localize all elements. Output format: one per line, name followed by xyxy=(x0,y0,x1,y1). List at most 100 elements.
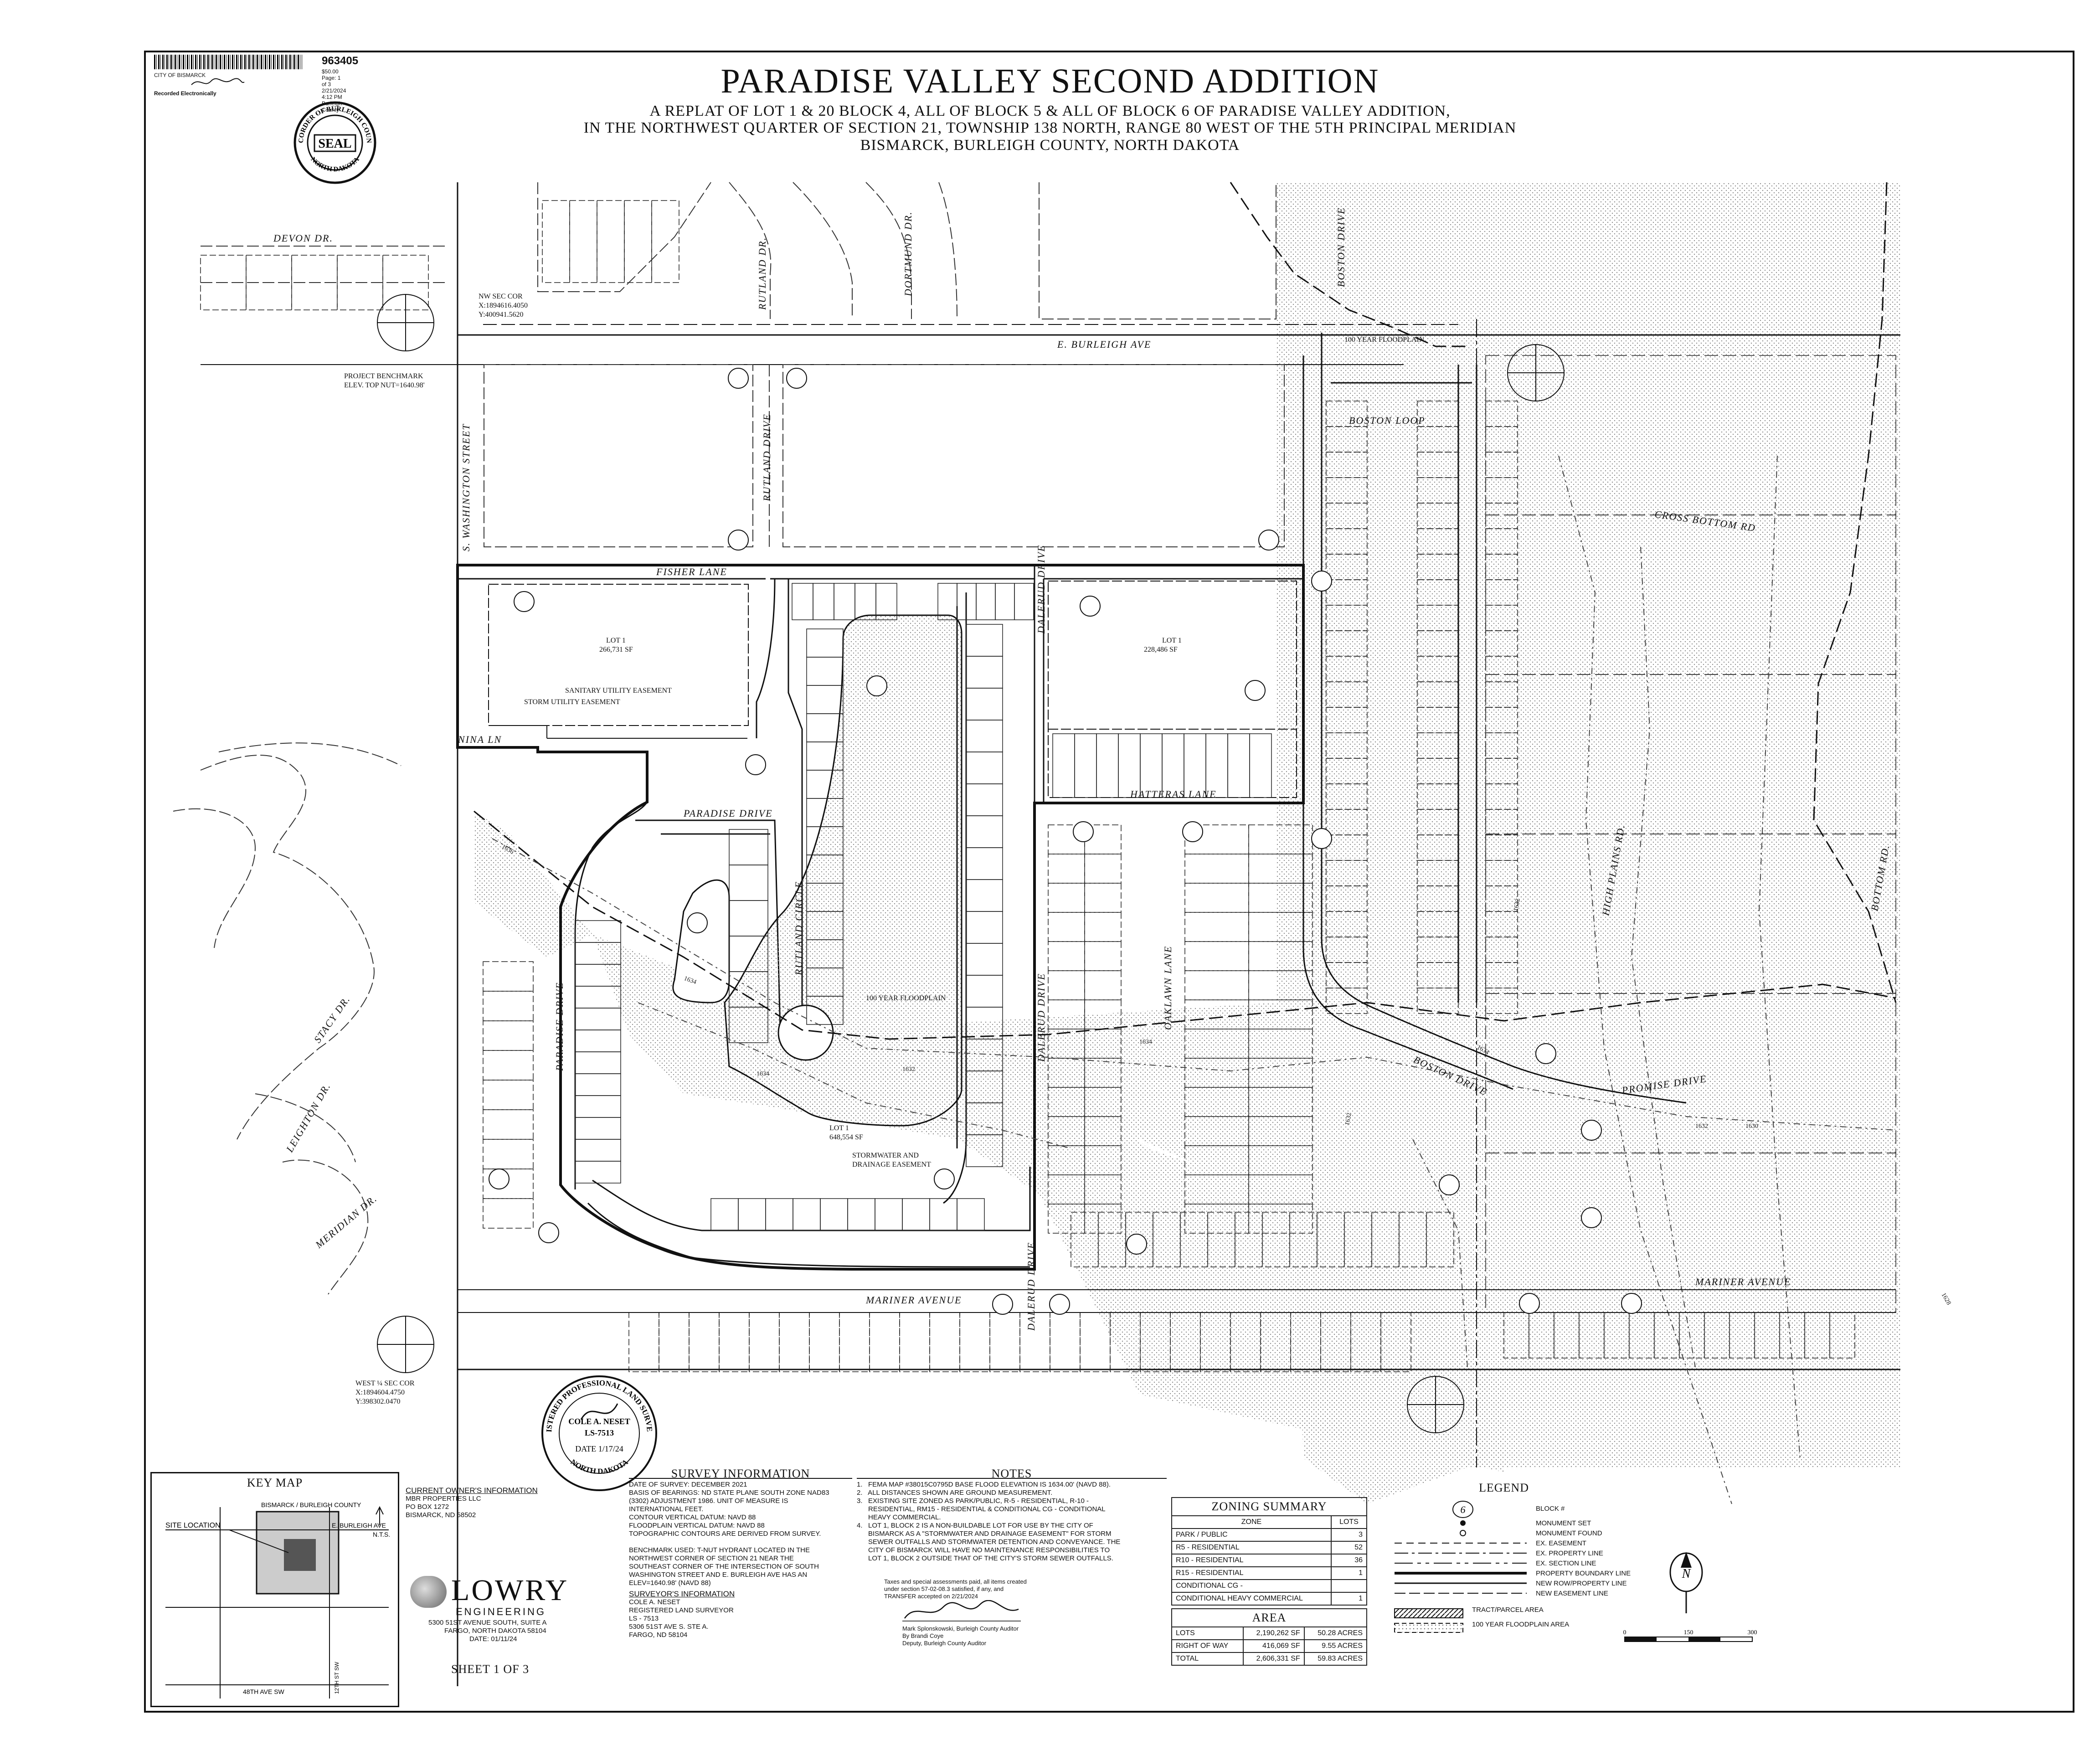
street-paradise-top: PARADISE DRIVE xyxy=(683,808,773,819)
zone-name: CONDITIONAL HEAVY COMMERCIAL xyxy=(1171,1592,1332,1606)
lot-outline xyxy=(1249,733,1272,798)
lot-outline xyxy=(966,847,1003,880)
boston-area xyxy=(1302,333,1687,1104)
street-dalerud-bottom: DALERUD DRIVE xyxy=(1025,1242,1037,1331)
lot-outline xyxy=(966,688,1003,721)
lot-outline xyxy=(806,685,844,714)
contour-label: 1632 xyxy=(1695,1123,1708,1130)
lot-outline xyxy=(1326,988,1368,1014)
lot-outline xyxy=(806,996,844,1025)
lot-outline xyxy=(1184,883,1249,913)
lot-outline xyxy=(575,1051,621,1074)
area-sf: 2,190,262 SF xyxy=(1242,1626,1305,1640)
zone-name: PARK / PUBLIC xyxy=(1171,1528,1332,1542)
barcode xyxy=(154,55,302,69)
lot-outline xyxy=(1084,854,1122,884)
scale-bar: 0 150 300 xyxy=(1623,1629,1757,1642)
street-boston-loop: BOSTON LOOP xyxy=(1349,415,1426,426)
lot-outline xyxy=(875,583,897,620)
text-line: CITY OF BISMARCK WILL HAVE NO MAINTENANC… xyxy=(857,1546,1110,1554)
lot-outline xyxy=(1084,1204,1122,1234)
street-boston-north: BOSTON DRIVE xyxy=(1335,207,1347,287)
street-mariner-e: MARINER AVENUE xyxy=(1695,1276,1791,1287)
section-corner-ne xyxy=(1507,344,1565,401)
lot-outline xyxy=(966,975,1003,1008)
lot-outline xyxy=(809,1312,840,1372)
text-line: (3302) ADJUSTMENT 1986. UNIT OF MEASURE … xyxy=(629,1497,788,1505)
contour-label: 1634 xyxy=(1139,1039,1152,1045)
block-number-circle xyxy=(1439,1174,1460,1195)
lot-outline xyxy=(989,1312,1020,1372)
legend-title: LEGEND xyxy=(1479,1481,1529,1494)
legend-item: EX. PROPERTY LINE xyxy=(1536,1549,1603,1557)
lot-outline xyxy=(575,1073,621,1096)
lot-outline xyxy=(1048,883,1085,913)
nw-sec-cor-y: Y:400941.5620 xyxy=(479,311,524,319)
contour-label: 1628 xyxy=(1940,1292,1952,1307)
stamp-date: DATE 1/17/24 xyxy=(575,1444,623,1453)
lot-outline xyxy=(483,1080,534,1110)
text-line: By Brandi Coye xyxy=(902,1632,944,1639)
street-dalerud-n: DALERUD DRIVE xyxy=(1035,545,1047,634)
surveyor-stamp: REGISTERED PROFESSIONAL LAND SURVEYOR NO… xyxy=(538,1372,657,1491)
lot-outline xyxy=(847,1198,875,1231)
lot-outline xyxy=(749,1312,780,1372)
subtitle-line-1: A REPLAT OF LOT 1 & 20 BLOCK 4, ALL OF B… xyxy=(649,103,1451,119)
sheet-border xyxy=(144,51,2074,1713)
north-label: N xyxy=(1682,1567,1691,1581)
key-city: BISMARCK / BURLEIGH COUNTY xyxy=(261,1501,361,1508)
area-sf: 2,606,331 SF xyxy=(1242,1652,1305,1666)
lot-outline xyxy=(813,583,834,620)
lot-outline xyxy=(542,200,570,283)
text-line: ELEV=1640.98' (NAVD 88) xyxy=(629,1579,711,1587)
page-title: PARADISE VALLEY SECOND ADDITION xyxy=(721,62,1379,100)
lot-outline xyxy=(1184,912,1249,942)
lot-outline xyxy=(738,1198,766,1231)
contour-label: 1630 xyxy=(1745,1123,1758,1130)
north-parcels xyxy=(484,364,1285,547)
lot-outline xyxy=(869,1312,900,1372)
lot-outline xyxy=(1485,426,1518,453)
contour-label: 1632 xyxy=(902,1066,915,1073)
company-logo-icon xyxy=(410,1576,447,1608)
lot-outline xyxy=(1118,733,1141,798)
owner-heading: CURRENT OWNER'S INFORMATION xyxy=(406,1486,538,1495)
lot-outline xyxy=(1140,733,1163,798)
block-number-circle xyxy=(1311,828,1332,849)
lot-outline xyxy=(966,720,1003,752)
svg-text:6: 6 xyxy=(1461,1504,1466,1515)
rutland-cul-de-sac xyxy=(777,1004,834,1061)
scale-150: 150 xyxy=(1684,1629,1693,1636)
lot-outline xyxy=(779,1312,810,1372)
lot-outline xyxy=(575,1161,621,1184)
lot-outline xyxy=(875,1198,903,1231)
lot1-b2-area: 648,554 SF xyxy=(829,1133,863,1141)
lot-outline xyxy=(929,1198,957,1231)
area-acres: 9.55 ACRES xyxy=(1303,1639,1368,1653)
zone-name: R15 - RESIDENTIAL xyxy=(1171,1566,1332,1580)
lot-outline xyxy=(569,200,597,283)
recording-info: $50.00 Page: 1 of 3 2/21/2024 4:12 PM Bu… xyxy=(322,68,346,113)
lot-outline xyxy=(966,624,1003,657)
lot1-b1-area: 266,731 SF xyxy=(599,646,633,654)
lot-outline xyxy=(575,1117,621,1140)
lot-outline xyxy=(1014,583,1034,620)
lot-outline xyxy=(1426,1212,1454,1267)
lot-outline xyxy=(1184,1204,1249,1234)
lot-outline xyxy=(806,657,844,686)
legend-item: NEW ROW/PROPERTY LINE xyxy=(1536,1580,1627,1587)
company-subname: ENGINEERING xyxy=(456,1606,546,1617)
text-line: 2. ALL DISTANCES SHOWN ARE GROUND MEASUR… xyxy=(857,1489,1053,1497)
lot-outline xyxy=(624,200,652,283)
block-number-circle xyxy=(1258,530,1279,551)
lot-outline xyxy=(651,200,679,283)
block-number-circle xyxy=(538,1222,559,1243)
contour-label: 1632 xyxy=(1344,1112,1353,1126)
block-circles xyxy=(489,368,1642,1315)
